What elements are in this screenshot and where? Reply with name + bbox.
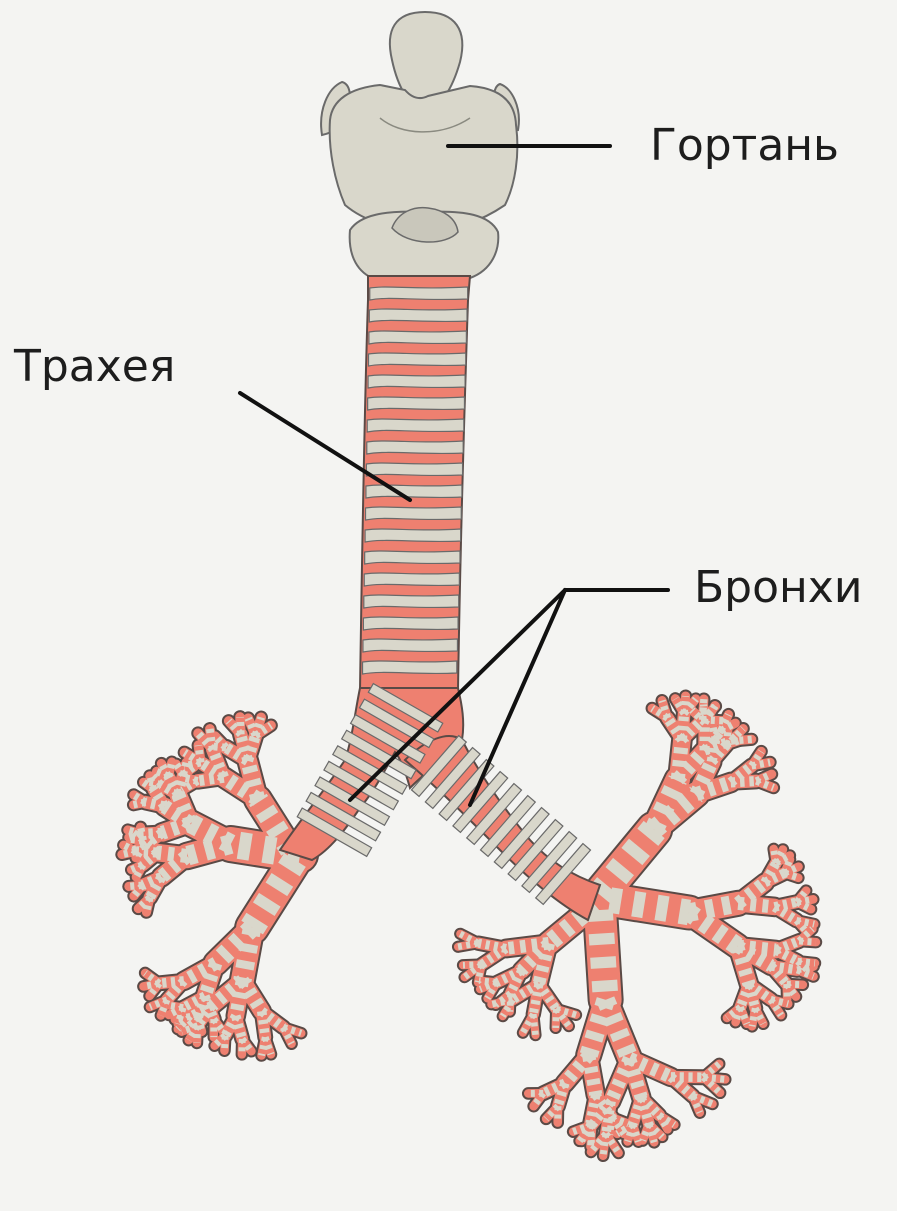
bronchiole — [610, 900, 689, 913]
trachea — [360, 276, 470, 690]
larynx-label: Гортань — [650, 124, 839, 168]
tracheal-ring — [368, 375, 465, 388]
main-bronchi — [280, 684, 600, 920]
tracheal-ring — [363, 661, 457, 674]
tracheal-ring — [369, 331, 466, 344]
bronchi-leader-line-right — [470, 590, 565, 805]
tracheal-ring — [366, 485, 462, 498]
bronchiole-cartilage — [210, 729, 213, 750]
tracheal-ring — [363, 617, 458, 630]
tracheal-ring — [368, 353, 465, 366]
tracheal-ring — [367, 419, 464, 432]
bronchi-label: Бронхи — [694, 566, 862, 610]
tracheal-ring — [365, 529, 461, 542]
bronchiole-cartilage — [731, 781, 757, 782]
tracheal-ring — [370, 287, 468, 300]
bronchiole-cartilage — [159, 981, 183, 984]
tracheal-ring — [364, 573, 459, 586]
tracheal-ring — [365, 551, 460, 564]
tracheal-ring — [363, 639, 457, 652]
tracheal-ring — [367, 441, 463, 454]
tracheal-ring — [366, 507, 462, 520]
tracheal-ring — [364, 595, 459, 608]
tracheal-ring — [368, 397, 465, 410]
tracheal-ring — [369, 309, 467, 322]
trachea-label: Трахея — [14, 345, 175, 389]
tracheal-ring — [366, 463, 462, 476]
